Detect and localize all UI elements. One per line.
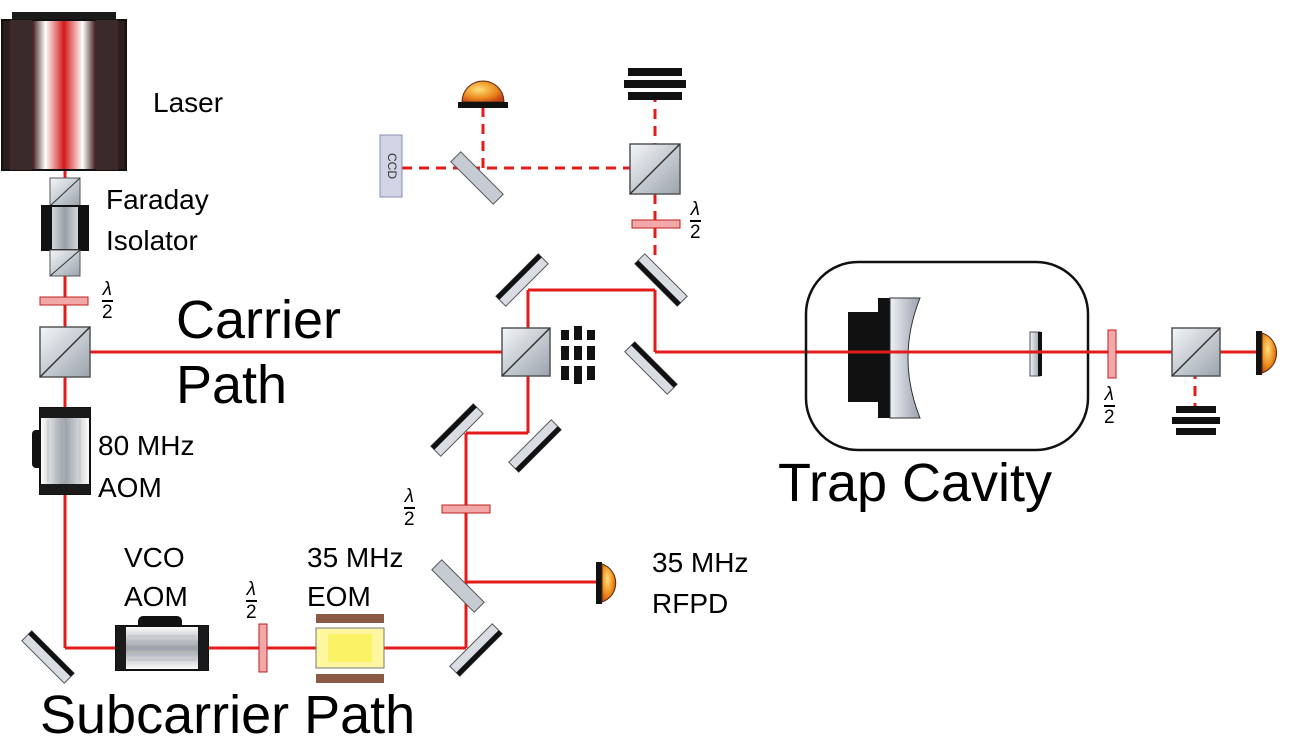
halfwave-label-bottom-num: λ <box>246 579 256 600</box>
svg-text:CCD: CCD <box>385 153 399 179</box>
mirror-ccd-pickoff <box>450 151 504 205</box>
halfwave-label-upper: λ 2 <box>690 200 701 242</box>
halfwave-label-cavity-bar <box>1104 405 1115 407</box>
mirror-mid-right <box>508 419 562 473</box>
halfwave-label-1-den: 2 <box>102 301 113 323</box>
mirror-top-right <box>634 253 688 307</box>
trap-cavity <box>804 260 1090 452</box>
rfpd-detector <box>596 562 617 604</box>
halfwave-label-upper-bar <box>690 220 701 222</box>
halfwave-plate-bottom <box>258 623 268 673</box>
halfwave-plate-1 <box>39 296 89 306</box>
halfwave-label-1-num: λ <box>102 279 112 300</box>
aom80-label-line2: AOM <box>98 472 162 503</box>
halfwave-label-cavity-den: 2 <box>1104 406 1115 428</box>
vco-aom-label-line2: AOM <box>124 581 188 612</box>
mirror-mid-left <box>430 403 484 457</box>
rfpd-label-line2: RFPD <box>652 588 729 619</box>
eom-label-line2: EOM <box>307 581 371 612</box>
beam-pickoff-rfpd <box>431 559 485 613</box>
beam-splitter-upper <box>629 143 681 195</box>
faraday-label-line2: Isolator <box>106 225 198 256</box>
rfpd-label-line1: 35 MHz <box>652 547 749 578</box>
mirror-lower-right <box>624 341 678 395</box>
carrier-path-label-line1: Carrier <box>176 290 342 350</box>
mirror-bottom-left <box>21 630 75 684</box>
aom-vco <box>115 616 209 671</box>
beam-dump-center <box>556 326 600 384</box>
halfwave-label-1-bar <box>102 300 113 302</box>
halfwave-label-mid-bar <box>404 507 415 509</box>
beam-splitter-center <box>501 327 551 377</box>
aom-80mhz <box>32 407 91 495</box>
halfwave-label-bottom: λ 2 <box>246 580 257 622</box>
laser-label: Laser <box>153 87 224 118</box>
ccd-camera: CCD <box>379 134 403 198</box>
halfwave-label-bottom-den: 2 <box>246 601 257 623</box>
subcarrier-path-label: Subcarrier Path <box>40 685 416 745</box>
eom-35mhz <box>315 614 385 683</box>
photodetector-top <box>458 80 508 108</box>
halfwave-plate-upper <box>631 219 681 229</box>
eom-label-line1: 35 MHz <box>307 542 404 573</box>
halfwave-label-upper-den: 2 <box>690 221 701 243</box>
beam-dump-output <box>1172 406 1220 435</box>
mirror-top-left <box>495 253 549 307</box>
halfwave-plate-cavity-out <box>1107 329 1117 379</box>
laser <box>1 12 127 171</box>
vco-aom-label-line1: VCO <box>124 542 185 573</box>
trap-cavity-label: Trap Cavity <box>778 453 1053 513</box>
halfwave-label-cavity: λ 2 <box>1104 385 1115 427</box>
halfwave-label-mid-den: 2 <box>404 508 415 530</box>
aom80-label-line1: 80 MHz <box>98 430 195 461</box>
halfwave-label-upper-num: λ <box>690 199 700 220</box>
halfwave-label-bottom-bar <box>246 600 257 602</box>
photodetector-output <box>1256 331 1278 375</box>
halfwave-label-mid: λ 2 <box>404 487 415 529</box>
carrier-path-label-line2: Path <box>176 355 288 415</box>
faraday-isolator <box>41 177 89 277</box>
halfwave-label-1: λ 2 <box>102 280 113 322</box>
halfwave-label-cavity-num: λ <box>1104 384 1114 405</box>
beam-splitter-carrier <box>39 326 91 378</box>
faraday-label-line1: Faraday <box>106 184 209 215</box>
beam-splitter-output <box>1171 327 1221 377</box>
mirror-subcarrier-corner <box>449 623 503 677</box>
beam-dump-upper <box>624 68 686 100</box>
halfwave-plate-mid <box>441 504 491 514</box>
halfwave-label-mid-num: λ <box>404 486 414 507</box>
